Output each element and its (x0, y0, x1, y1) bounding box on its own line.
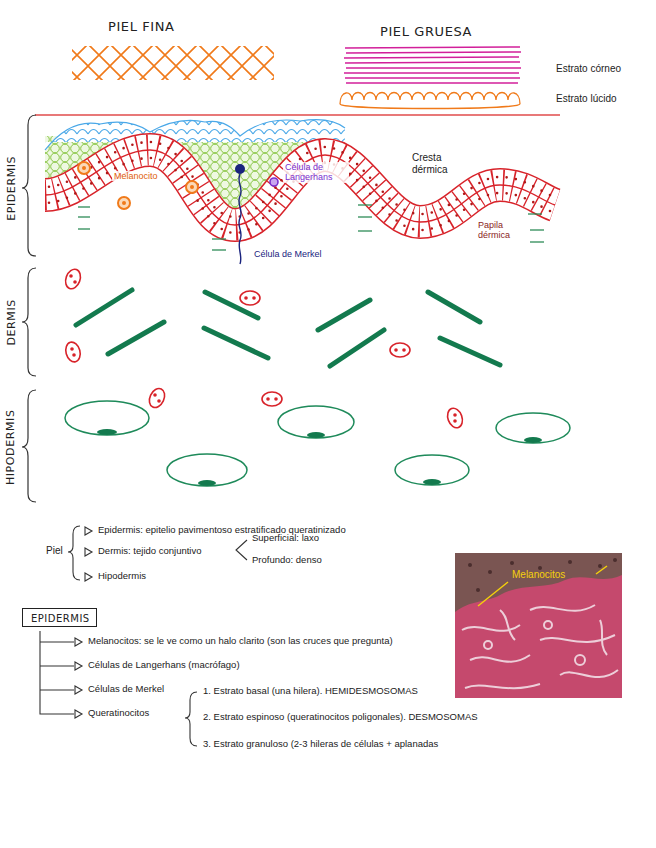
heading-box: EPIDERMIS (22, 608, 97, 627)
note-text: 1. Estrato basal (una hilera). HEMIDESMO… (203, 686, 418, 697)
region-label: DERMIS (6, 299, 19, 345)
region-label: EPIDERMIS (6, 155, 19, 220)
note-text: Superficial: laxo (252, 533, 319, 544)
photo-label: Melanocitos (512, 569, 565, 581)
structure-label: Cresta dérmica (412, 152, 464, 175)
note-text: 3. Estrato granuloso (2-3 hileras de cél… (203, 739, 438, 750)
layer-label: Estrato córneo (556, 63, 621, 75)
note-text: Células de Merkel (88, 684, 164, 695)
note-text: 2. Estrato espinoso (queratinocitos poli… (203, 712, 478, 723)
section-title: PIEL FINA (108, 20, 175, 35)
note-text: Dermis: tejido conjuntivo (98, 546, 202, 557)
structure-label: Papila dérmica (478, 220, 524, 241)
cell-label: Célula de Langerhans (283, 162, 349, 183)
cell-label: Melanocito (112, 171, 160, 181)
note-text: Queratinocitos (88, 708, 149, 719)
note-text: Hipodermis (98, 571, 146, 582)
layer-label: Estrato lúcido (556, 93, 617, 105)
note-text: Profundo: denso (252, 555, 322, 566)
note-text: Piel (46, 545, 63, 557)
note-text: Melanocitos: se le ve como un halo clari… (88, 636, 393, 647)
section-title: PIEL GRUESA (380, 25, 472, 40)
region-label: HIPODERMIS (6, 409, 19, 485)
cell-label: Célula de Merkel (254, 249, 322, 259)
note-text: Células de Langerhans (macrófago) (88, 660, 240, 671)
heading-text: EPIDERMIS (31, 613, 88, 624)
